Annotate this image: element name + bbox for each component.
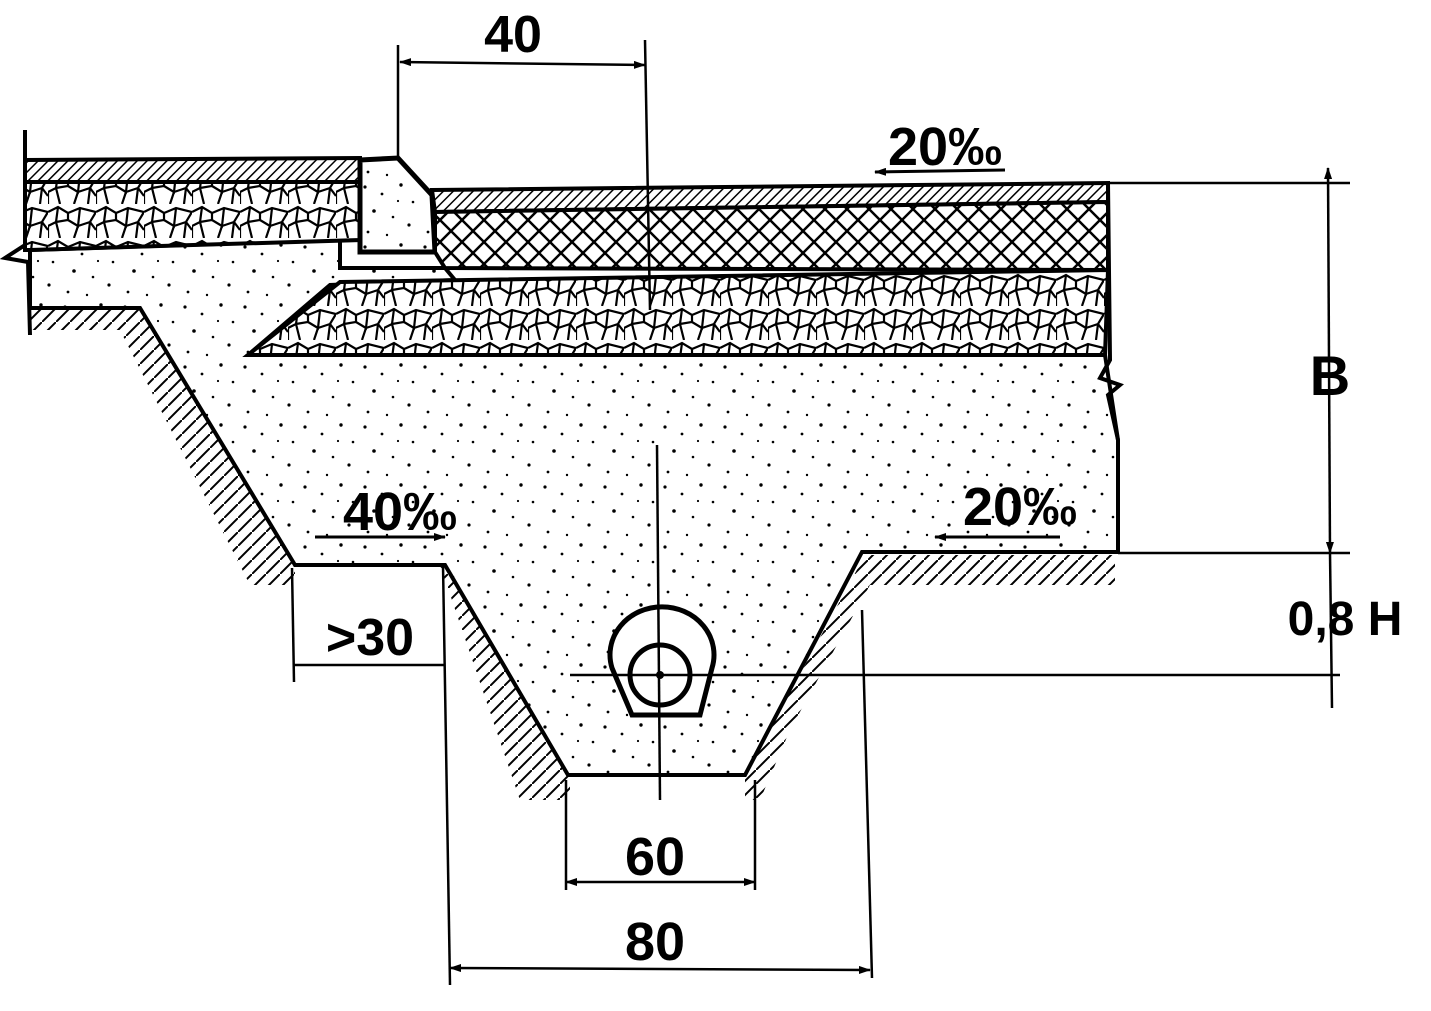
label-road-slope: 20‰ bbox=[888, 117, 1002, 177]
road-base-layer bbox=[433, 199, 1110, 273]
dim-shoulder bbox=[290, 567, 445, 683]
road-subbase-layer bbox=[242, 267, 1111, 357]
label-trench-bottom-width: 60 bbox=[625, 827, 685, 887]
label-left-bottom-slope: 40‰ bbox=[343, 482, 457, 542]
label-shoulder-min-width: >30 bbox=[326, 609, 414, 667]
dim-trench-bottom bbox=[564, 780, 757, 890]
dim-trench-top bbox=[441, 564, 874, 986]
dim-vertical bbox=[1110, 167, 1350, 709]
label-right-bottom-slope: 20‰ bbox=[963, 477, 1077, 537]
ground-hatching bbox=[30, 308, 1115, 800]
label-pavement-height: B bbox=[1310, 344, 1350, 407]
right-break-line bbox=[1097, 182, 1124, 552]
label-top-width: 40 bbox=[484, 6, 542, 64]
label-trench-top-width: 80 bbox=[625, 912, 685, 972]
sidewalk-surface-layer bbox=[23, 155, 362, 184]
slope-arrows bbox=[315, 167, 1060, 541]
centre-lines bbox=[570, 39, 1340, 801]
sidewalk-base-layer bbox=[23, 180, 362, 252]
curb-stone bbox=[357, 155, 438, 255]
label-depth-ratio: 0,8 H bbox=[1288, 593, 1403, 646]
dim-top-width bbox=[396, 45, 646, 158]
left-break-line bbox=[0, 130, 32, 336]
drain-pipe bbox=[607, 604, 717, 718]
